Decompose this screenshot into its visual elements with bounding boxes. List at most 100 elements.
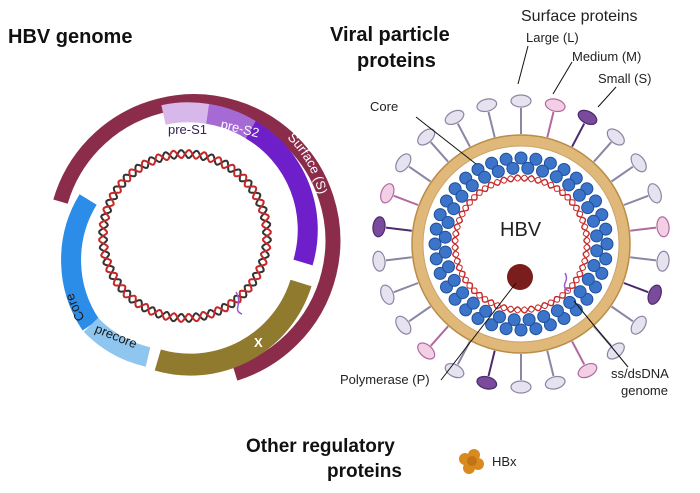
spike-stem <box>456 123 471 148</box>
core-bead <box>455 189 469 203</box>
particle-dna-genome <box>451 174 591 314</box>
small-surface-protein <box>395 315 412 335</box>
core-bead <box>447 273 461 287</box>
polymerase-label-path: Polymerase (P) <box>114 60 206 98</box>
core-bead <box>433 208 447 222</box>
medium-surface-protein <box>656 216 670 238</box>
pre-s2-arc <box>205 104 256 139</box>
core-bead <box>493 310 506 324</box>
viral-particle-diagram: Viral particle proteins Surface proteins… <box>330 8 670 398</box>
genome-title: HBV genome <box>8 26 132 48</box>
small-surface-protein <box>510 380 532 394</box>
regulatory-title-line1: Other regulatory <box>246 436 395 457</box>
core-bead <box>442 260 455 274</box>
large-surface-protein <box>577 109 598 126</box>
hbx-icon <box>459 449 484 474</box>
core-bead <box>529 322 543 336</box>
spike-stem <box>630 256 657 262</box>
genome-leader-line <box>573 300 629 368</box>
spike-stem <box>430 325 449 347</box>
polymerase-dot <box>507 264 533 290</box>
particle-strand-tick <box>563 272 570 292</box>
pre-s1-arc <box>161 102 210 125</box>
core-bead <box>429 252 443 266</box>
small-leader-line <box>597 86 617 108</box>
spike-stem <box>546 111 555 138</box>
surface-arc <box>245 121 318 266</box>
small-surface-protein <box>476 98 498 113</box>
core-bead <box>479 304 493 318</box>
spike-stem <box>393 282 419 294</box>
envelope-interior <box>422 145 620 343</box>
x-label: X <box>254 335 263 350</box>
large-surface-protein <box>647 284 662 305</box>
core-bead <box>587 259 601 272</box>
small-surface-protein <box>372 250 386 272</box>
core-bead <box>550 304 564 318</box>
small-surface-protein <box>544 375 566 390</box>
small-surface-protein <box>630 153 647 173</box>
core-bead <box>465 179 479 193</box>
small-surface-protein <box>606 128 625 146</box>
medium-surface-protein <box>544 98 566 113</box>
spike-stem <box>623 194 649 206</box>
core-bead <box>536 164 549 178</box>
core-bead <box>599 252 613 266</box>
core-bead <box>581 272 595 286</box>
core-bead <box>499 322 513 336</box>
medium-surface-protein <box>417 342 436 360</box>
spike-stem <box>487 111 496 138</box>
spike-stem <box>487 350 496 377</box>
core-protein-label: Core <box>370 99 398 114</box>
core-bead <box>581 201 595 215</box>
small-surface-protein <box>380 284 395 305</box>
medium-protein-label: Medium (M) <box>572 49 641 64</box>
hbx-label: HBx <box>492 454 517 469</box>
medium-leader-line <box>552 61 573 95</box>
spike-stem <box>546 350 555 377</box>
spike-stem <box>408 165 432 183</box>
genome-dna <box>98 149 272 323</box>
core-bead <box>599 222 613 236</box>
core-bead <box>572 188 586 202</box>
core-bead <box>522 313 536 327</box>
spike-stem <box>393 194 419 206</box>
medium-surface-protein <box>577 362 598 379</box>
genome-dna-strand-red <box>98 149 272 323</box>
spike-stem <box>593 141 612 163</box>
particle-title-line2: proteins <box>357 50 436 72</box>
polymerase-arc <box>53 94 341 381</box>
spike-stem <box>408 305 432 323</box>
pre-s1-label: pre-S1 <box>168 122 207 137</box>
spike-stem <box>610 165 634 183</box>
core-bead <box>563 295 577 309</box>
core-bead <box>562 178 576 192</box>
core-bead <box>587 214 600 228</box>
spike-stem <box>385 226 412 232</box>
core-bead <box>485 318 499 332</box>
core-bead <box>491 165 505 178</box>
core-bead <box>466 296 480 310</box>
core-bead <box>537 310 551 323</box>
core-bead <box>514 151 528 165</box>
small-surface-protein <box>444 109 465 126</box>
core-bead <box>478 170 492 184</box>
small-surface-protein <box>444 362 465 379</box>
genome-strand-tick <box>235 291 243 315</box>
spike-stem <box>385 256 412 262</box>
core-bead <box>590 229 604 243</box>
core-bead <box>447 202 461 216</box>
precore-arc <box>83 317 151 367</box>
other-regulatory-proteins: Other regulatory proteins HBx <box>246 436 517 482</box>
small-surface-protein <box>656 250 670 272</box>
hbv-center-label: HBV <box>500 219 542 241</box>
spike-stem <box>630 226 657 232</box>
large-protein-label: Large (L) <box>526 30 579 45</box>
core-bead <box>499 152 513 166</box>
core-bead <box>438 230 452 244</box>
core-capsid <box>428 151 614 337</box>
core-bead <box>507 313 521 327</box>
particle-title-line1: Viral particle <box>330 24 450 46</box>
core-bead <box>590 244 604 258</box>
core-bead <box>438 245 452 259</box>
